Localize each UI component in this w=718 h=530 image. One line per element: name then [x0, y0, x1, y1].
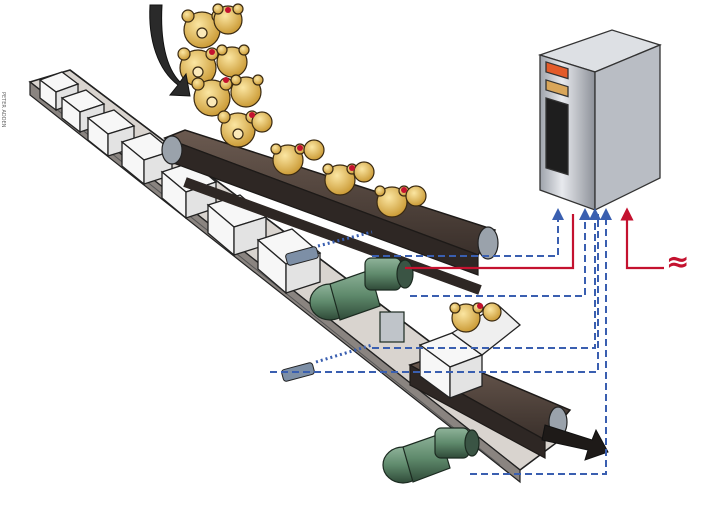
filled-box [418, 304, 522, 400]
artist-signature: PETER ADDEN [0, 92, 6, 128]
control-cabinet-icon [537, 29, 662, 212]
bear-conveyor [161, 129, 499, 295]
teddy-bear-icon [270, 139, 325, 176]
power-lines [405, 207, 664, 270]
teddy-bear-icon [191, 77, 233, 117]
teddy-bear-icon [216, 44, 250, 78]
gear-motor-icon [309, 257, 414, 343]
teddy-bear-icon [449, 302, 502, 333]
empty-boxes [38, 71, 322, 295]
proximity-sensor-icon [285, 230, 373, 266]
teddy-bear-icon [177, 47, 219, 87]
teddy-bear-icon [212, 3, 244, 35]
teddy-bear-icon [230, 74, 264, 108]
teddy-bear-icon [217, 110, 273, 148]
teddy-bear-icon [322, 161, 375, 196]
infeed-arrow-icon [149, 4, 191, 97]
signal-lines [270, 208, 612, 475]
gear-motor-icon [382, 427, 480, 484]
mains-ac-icon: ≈ [666, 245, 690, 278]
teddy-bears [177, 3, 502, 333]
